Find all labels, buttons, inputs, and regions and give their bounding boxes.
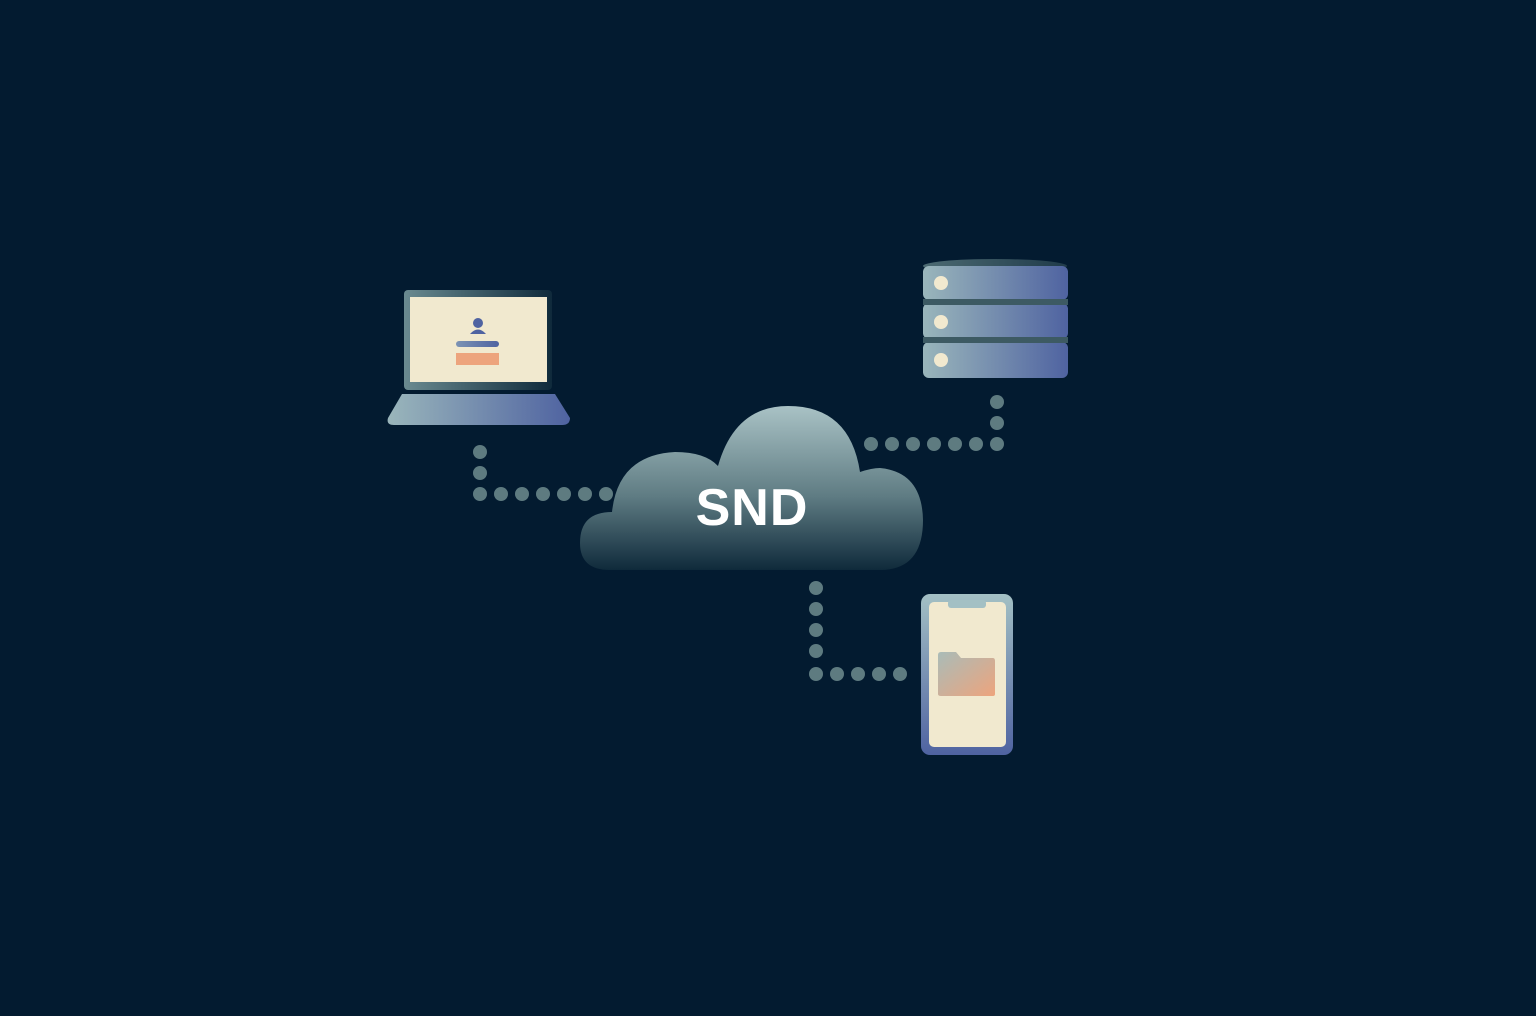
folder-icon bbox=[938, 652, 995, 696]
laptop-icon bbox=[387, 290, 570, 425]
smartphone-icon bbox=[921, 594, 1013, 755]
cloud-label: SND bbox=[695, 479, 809, 537]
database-server-icon bbox=[923, 259, 1068, 378]
cloud-icon bbox=[580, 406, 923, 570]
user-avatar-icon bbox=[473, 318, 483, 328]
